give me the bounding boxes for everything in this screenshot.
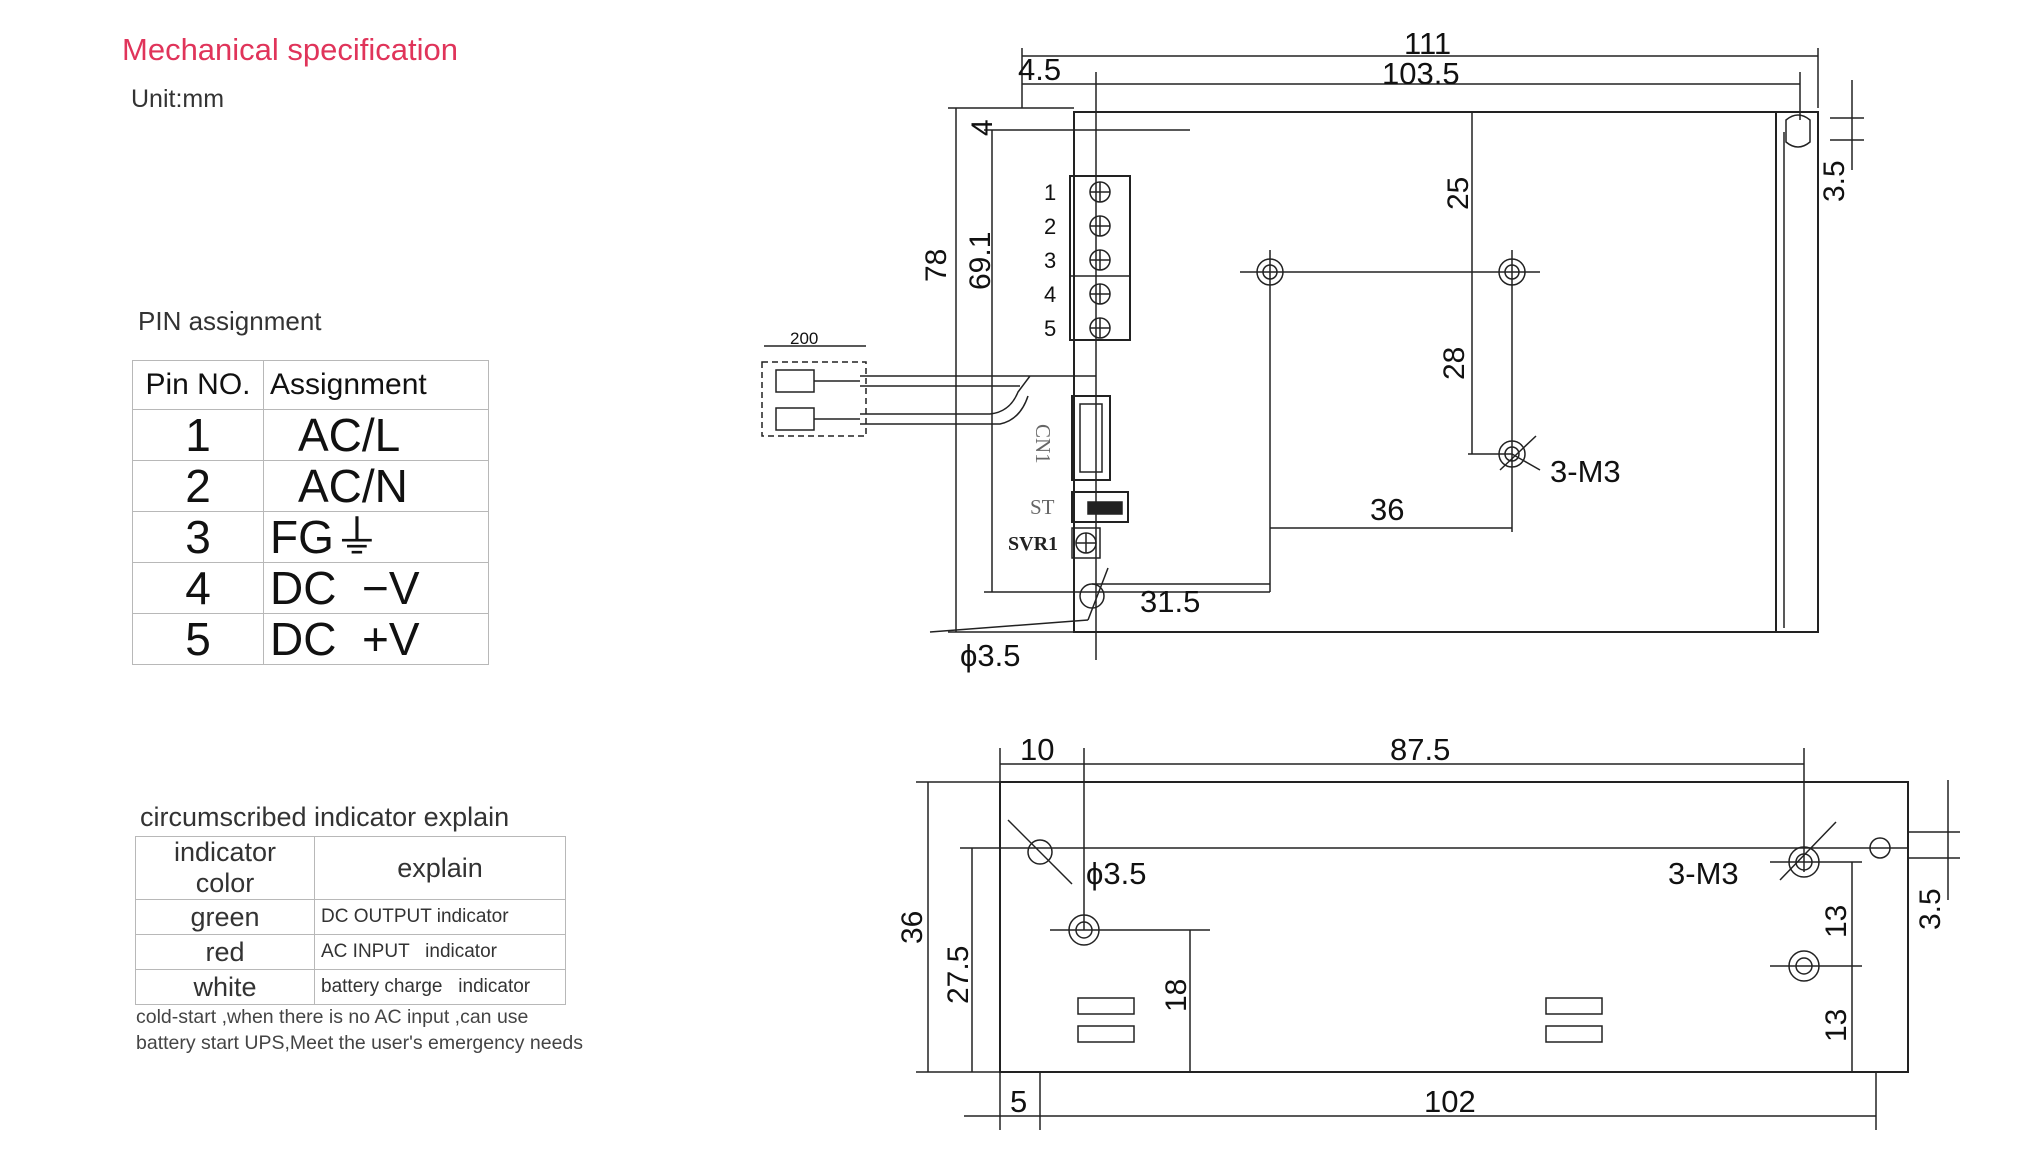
- note-line: battery start UPS,Meet the user's emerge…: [136, 1032, 584, 1054]
- vent-slot: [1077, 997, 1135, 1015]
- connector-plug: [775, 369, 815, 393]
- pin-assignment: AC/L: [263, 409, 489, 461]
- pin-assignment: DC +V: [263, 613, 489, 665]
- indicator-table: indicator color explain green DC OUTPUT …: [135, 836, 566, 1005]
- leader-line: [1087, 567, 1109, 621]
- indicator-caption: circumscribed indicator explain: [140, 802, 510, 832]
- dim-78: 78: [920, 249, 953, 282]
- page-title: Mechanical specification: [122, 32, 459, 67]
- dim-87-5: 87.5: [1390, 732, 1450, 767]
- dim-hole-3-5: ϕ3.5: [960, 638, 1020, 673]
- vent-slot: [1545, 997, 1603, 1015]
- cn1-label: CN1: [1031, 424, 1055, 464]
- pin-assignment: DC −V: [263, 562, 489, 614]
- header-assignment: Assignment: [263, 360, 489, 410]
- flange-notch: [1785, 114, 1811, 148]
- dim-4-5: 4.5: [1018, 52, 1061, 87]
- leader-line: [1007, 819, 1073, 885]
- dim-25: 25: [1442, 177, 1475, 210]
- table-row: 4 DC −V: [132, 562, 489, 614]
- table-row: white battery charge indicator: [135, 969, 566, 1005]
- dim-13-lower: 13: [1820, 1009, 1853, 1042]
- wire-harness: [860, 375, 1096, 425]
- dim-69-1: 69.1: [964, 232, 997, 290]
- terminal-pin-1: 1: [1044, 180, 1056, 205]
- connector-outline: [761, 361, 867, 437]
- header-pin-no: Pin NO.: [132, 360, 264, 410]
- table-row: green DC OUTPUT indicator: [135, 899, 566, 935]
- dim-102: 102: [1424, 1084, 1476, 1119]
- bottom-view-outline: [999, 781, 1909, 1073]
- label-3-m3: 3-M3: [1550, 454, 1621, 489]
- vent-slot: [1077, 1025, 1135, 1043]
- note-line: cold-start ,when there is no AC input ,c…: [136, 1006, 529, 1028]
- pin-number: 3: [132, 511, 264, 563]
- dim-28: 28: [1438, 347, 1471, 380]
- dim-31-5: 31.5: [1140, 584, 1200, 619]
- dim-5: 5: [1010, 1084, 1027, 1119]
- dim-hole-3-5-bottom: ϕ3.5: [1086, 856, 1146, 891]
- indicator-color: green: [135, 899, 315, 935]
- terminal-pin-4: 4: [1044, 282, 1056, 307]
- st-switch-knob: [1087, 501, 1123, 515]
- pin-assignment-caption: PIN assignment: [138, 306, 322, 336]
- dim-18: 18: [1160, 979, 1193, 1012]
- dim-13-upper: 13: [1820, 905, 1853, 938]
- st-label: ST: [1030, 495, 1055, 519]
- header-explain: explain: [314, 836, 566, 900]
- dim-3-5-top: 3.5: [1818, 160, 1851, 202]
- svr1-label: SVR1: [1008, 533, 1058, 555]
- dim-36: 36: [1370, 492, 1404, 527]
- st-switch: [1071, 491, 1129, 523]
- table-row: 5 DC +V: [132, 613, 489, 665]
- screw-crosses: [1090, 182, 1110, 338]
- pin-number: 4: [132, 562, 264, 614]
- leader-line: [1511, 453, 1541, 471]
- pin-assignment-table: Pin NO. Assignment 1 AC/L 2 AC/N 3 FG⏚ 4…: [132, 360, 489, 665]
- terminal-screws: [1089, 181, 1111, 339]
- terminal-pin-2: 2: [1044, 214, 1056, 239]
- cn1-connector: [1071, 395, 1111, 481]
- cn1-inner: [1079, 403, 1103, 473]
- unit-label: Unit:mm: [131, 85, 225, 113]
- pin-number: 5: [132, 613, 264, 665]
- header-indicator-color: indicator color: [135, 836, 315, 900]
- leader-line: [1779, 821, 1837, 881]
- dim-4: 4: [966, 119, 999, 136]
- bottom-view: 10 87.5 ϕ3.5 3-M3 36 27.5 18 13: [896, 732, 1960, 1130]
- leader-line: [1499, 435, 1537, 471]
- cold-start-note: cold-start ,when there is no AC input ,c…: [136, 1004, 696, 1056]
- mounting-hole-icon: [1027, 839, 1053, 865]
- pin-assignment: AC/N: [263, 460, 489, 512]
- side-flange: [1775, 111, 1819, 633]
- mounting-hole-icon: [1869, 837, 1891, 859]
- table-header-row: Pin NO. Assignment: [132, 360, 489, 410]
- mounting-holes: [1079, 258, 1526, 609]
- indicator-color: white: [135, 969, 315, 1005]
- dim-103-5: 103.5: [1382, 56, 1460, 91]
- leader-line: [929, 619, 1089, 633]
- dim-10: 10: [1020, 732, 1054, 767]
- terminal-pin-5: 5: [1044, 316, 1056, 341]
- table-row: 2 AC/N: [132, 460, 489, 512]
- dim-111: 111: [1404, 26, 1451, 61]
- connector-plug: [775, 407, 815, 431]
- dim-3-5-bottom: 3.5: [1914, 888, 1947, 930]
- terminal-pin-3: 3: [1044, 248, 1056, 273]
- vent-slot: [1545, 1025, 1603, 1043]
- indicator-explain: battery charge indicator: [314, 969, 566, 1005]
- terminal-block: [1069, 175, 1131, 341]
- indicator-explain: DC OUTPUT indicator: [314, 899, 566, 935]
- label-3-m3-bottom: 3-M3: [1668, 856, 1739, 891]
- table-header-row: indicator color explain: [135, 836, 566, 900]
- dim-200: 200: [790, 329, 818, 348]
- svr1-box: [1071, 527, 1101, 559]
- table-row: 3 FG⏚: [132, 511, 489, 563]
- dim-27-5: 27.5: [942, 946, 975, 1004]
- dim-36-bottom: 36: [896, 911, 929, 944]
- svr1-cross: [1076, 533, 1096, 553]
- top-view: 111 103.5 4.5 78 69.1 4 1 2 3 4 5: [761, 26, 1864, 673]
